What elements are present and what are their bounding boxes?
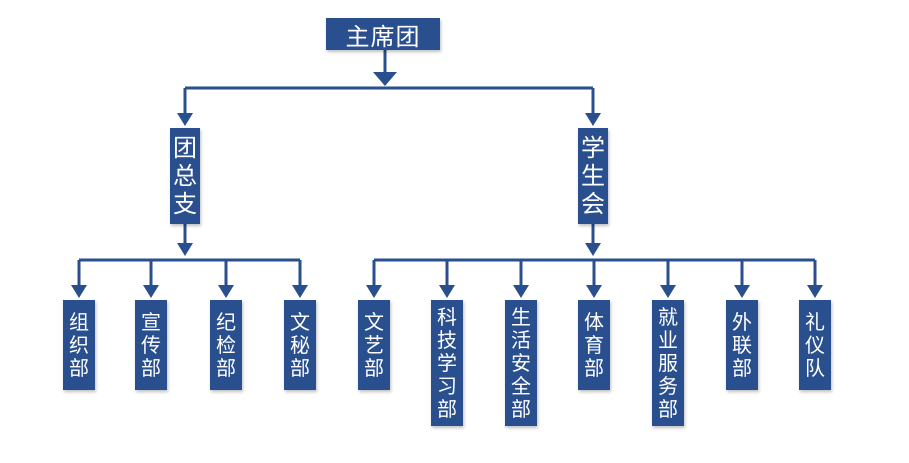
arrow-c2 <box>143 285 159 298</box>
arrow-c9 <box>660 285 676 298</box>
node-secretariat-dept: 文秘部 <box>284 300 316 390</box>
arrow-c7 <box>513 285 529 298</box>
node-life-safety-dept: 生活安全部 <box>505 300 537 426</box>
node-label: 礼仪队 <box>805 309 825 380</box>
arrow-c1 <box>71 285 87 298</box>
node-employment-service-dept: 就业服务部 <box>652 300 684 426</box>
right-stem-arrow <box>585 243 601 256</box>
node-label: 宣传部 <box>141 309 161 380</box>
node-discipline-dept: 纪检部 <box>210 300 242 390</box>
node-organization-dept: 组织部 <box>63 300 95 390</box>
node-sports-dept: 体育部 <box>578 300 610 390</box>
left-stem-arrow <box>177 243 193 256</box>
node-label: 文艺部 <box>364 309 384 380</box>
left-branch-arrow <box>177 113 193 126</box>
node-label: 科技学习部 <box>437 304 457 421</box>
node-label: 体育部 <box>584 309 604 380</box>
node-arts-dept: 文艺部 <box>358 300 390 390</box>
arrow-c3 <box>218 285 234 298</box>
node-student-union-label: 学生会 <box>581 134 605 218</box>
node-label: 文秘部 <box>290 309 310 380</box>
node-label: 就业服务部 <box>658 304 678 421</box>
arrow-c6 <box>439 285 455 298</box>
arrow-c4 <box>292 285 308 298</box>
node-presidium: 主席团 <box>326 18 440 51</box>
node-student-union: 学生会 <box>578 128 608 224</box>
arrow-c11 <box>807 285 823 298</box>
arrow-c10 <box>734 285 750 298</box>
arrow-c5 <box>366 285 382 298</box>
node-publicity-dept: 宣传部 <box>135 300 167 390</box>
right-branch-arrow <box>585 113 601 126</box>
node-label: 组织部 <box>69 309 89 380</box>
node-label: 生活安全部 <box>511 304 531 421</box>
node-presidium-label: 主席团 <box>345 22 421 51</box>
node-league-branch-label: 团总支 <box>173 134 197 218</box>
root-arrow <box>373 72 397 86</box>
node-external-relations-dept: 外联部 <box>726 300 758 390</box>
node-etiquette-team: 礼仪队 <box>799 300 831 390</box>
node-label: 纪检部 <box>216 309 236 380</box>
node-tech-study-dept: 科技学习部 <box>431 300 463 426</box>
node-label: 外联部 <box>732 309 752 380</box>
node-league-branch: 团总支 <box>170 128 200 224</box>
arrow-c8 <box>586 285 602 298</box>
